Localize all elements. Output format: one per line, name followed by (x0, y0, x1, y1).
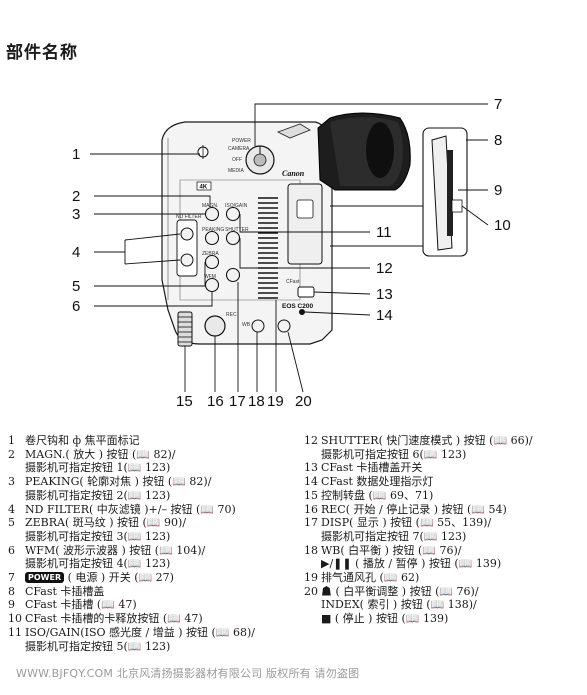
cfast-slot-detail (422, 127, 468, 257)
svg-text:7: 7 (494, 96, 502, 113)
cfast-release-button[interactable] (451, 199, 463, 213)
leader-lines (90, 103, 489, 393)
svg-text:PEAKING: PEAKING (202, 227, 224, 233)
svg-text:3: 3 (72, 206, 80, 223)
camera-label: CAMERA (228, 146, 250, 152)
power-dial[interactable] (245, 145, 275, 175)
control-dial[interactable] (177, 311, 193, 347)
svg-text:ZEBRA: ZEBRA (202, 251, 219, 257)
svg-text:EOS C200: EOS C200 (282, 303, 313, 310)
page-title: 部件名称 (6, 43, 78, 63)
viewfinder (317, 112, 411, 191)
peaking-button[interactable] (204, 230, 220, 246)
svg-text:2: 2 (72, 188, 80, 205)
svg-text:16: 16 (207, 393, 224, 410)
wb-adjust-button[interactable] (277, 319, 291, 333)
svg-text:19: 19 (267, 393, 284, 410)
svg-text:WFM: WFM (204, 274, 216, 280)
camera-diagram: POWER CAMERA OFF MEDIA Canon 4K ND FILTE… (72, 96, 511, 410)
svg-text:CFast: CFast (286, 279, 300, 285)
svg-text:WB: WB (242, 322, 251, 328)
svg-text:4K: 4K (200, 185, 208, 191)
magn-button[interactable] (204, 206, 220, 222)
assign-buttons (204, 206, 241, 293)
off-label: OFF (232, 157, 242, 163)
svg-text:SHUTTER: SHUTTER (225, 227, 249, 233)
rec-button[interactable] (204, 315, 226, 337)
svg-text:20: 20 (295, 393, 312, 410)
cfast-cover-switch[interactable] (297, 286, 315, 298)
svg-text:15: 15 (176, 393, 193, 410)
top-handle (276, 123, 311, 139)
svg-text:5: 5 (72, 278, 80, 295)
cfast-cover-body (287, 183, 323, 265)
brand-logo: Canon (282, 169, 305, 178)
shutter-button[interactable] (225, 230, 241, 246)
svg-text:10: 10 (494, 217, 511, 234)
nd-plus-button[interactable] (180, 227, 194, 241)
watermark-footer: WWW.BJFQY.COM 北京风清扬摄影器材有限公司 版权所有 请勿盗图 (16, 667, 360, 680)
svg-text:4: 4 (72, 244, 80, 261)
zebra-button[interactable] (204, 254, 220, 270)
svg-text:6: 6 (72, 298, 80, 315)
svg-text:13: 13 (376, 286, 393, 303)
svg-text:14: 14 (376, 307, 393, 324)
cfast-access-lamp (299, 309, 305, 315)
svg-text:8: 8 (494, 132, 502, 149)
svg-text:9: 9 (494, 182, 502, 199)
svg-text:12: 12 (376, 260, 393, 277)
power-label: POWER (232, 138, 251, 144)
nd-filter-label: ND FILTER (176, 214, 202, 220)
svg-text:ISO/GAIN: ISO/GAIN (225, 203, 248, 209)
disp-button[interactable] (225, 267, 241, 283)
iso-gain-button[interactable] (225, 206, 241, 222)
wb-button[interactable] (251, 319, 265, 333)
nd-minus-button[interactable] (180, 253, 194, 267)
svg-text:18: 18 (248, 393, 265, 410)
svg-text:REC: REC (226, 312, 237, 318)
svg-text:11: 11 (376, 224, 392, 241)
power-badge: POWER (25, 572, 65, 584)
media-label: MEDIA (228, 168, 245, 174)
wfm-button[interactable] (204, 277, 220, 293)
exhaust-vent (258, 197, 278, 299)
callout-numbers: 1 2 3 4 5 6 7 8 9 10 11 12 13 14 15 16 1… (72, 96, 511, 410)
svg-text:17: 17 (229, 393, 246, 410)
svg-text:1: 1 (72, 146, 80, 163)
4k-badge (196, 181, 212, 191)
